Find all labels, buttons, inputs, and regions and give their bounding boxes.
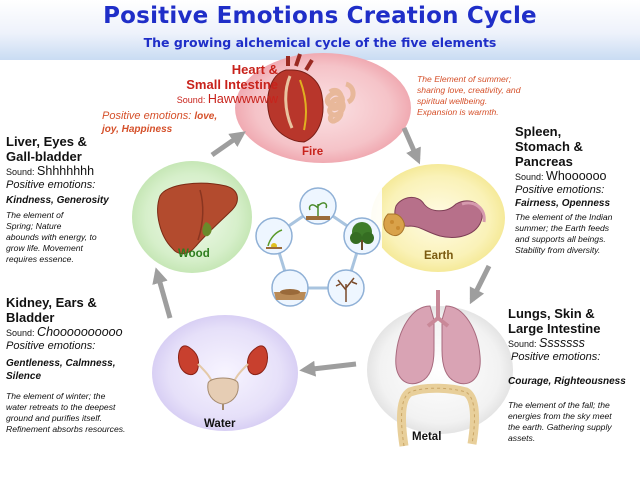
fire-organs-line-2: Small Intestine: [186, 77, 278, 92]
fire-desc-line-2: sharing love, creativity, and: [417, 85, 521, 95]
fire-desc-line-4: Expansion is warmth.: [417, 107, 499, 117]
earth-organs-line-1: Spleen,: [515, 124, 562, 139]
stage-seedling-circle: [299, 187, 337, 225]
metal-oval: [367, 306, 513, 434]
water-emotions-value-2: Silence: [6, 371, 42, 382]
earth-organs-line-2: Stomach &: [515, 139, 583, 154]
wood-desc-line-3: abounds with energy, to: [6, 232, 97, 242]
water-organs-line-2: Bladder: [6, 310, 55, 325]
water-desc-line-3: ground and purifies itself.: [6, 413, 103, 423]
water-sound: Sound: Choooooooooo: [6, 325, 156, 340]
earth-description: The element of the Indian summer; the Ea…: [515, 212, 637, 256]
water-desc-line-2: water retreats to the deepest: [6, 402, 116, 412]
earth-desc-line-3: and supports all beings.: [515, 234, 606, 244]
water-emotions-label: Positive emotions:: [6, 340, 96, 352]
stage-sprout-circle: [255, 217, 293, 255]
metal-sound-value: Sssssss: [539, 336, 585, 350]
fire-organs-line-1: Heart &: [231, 62, 278, 77]
fire-desc-line-3: spiritual wellbeing.: [417, 96, 488, 106]
arrow-fire-to-earth: [401, 126, 421, 165]
earth-organs-line-3: Pancreas: [515, 154, 573, 169]
plant-growth-cycle-icon: [255, 186, 382, 318]
wood-desc-line-2: Spring; Nature: [6, 221, 62, 231]
fire-sound: Sound: Hawwwwww: [118, 92, 278, 107]
arrow-earth-to-metal: [469, 264, 492, 305]
water-desc-line-1: The element of winter; the: [6, 391, 106, 401]
earth-label: Earth: [424, 250, 454, 262]
page-subtitle: The growing alchemical cycle of the five…: [143, 35, 497, 50]
fire-sound-value: Hawwwwww: [207, 92, 278, 106]
metal-description: The element of the fall; the energies fr…: [508, 400, 638, 444]
metal-sound-label: Sound:: [508, 339, 537, 349]
wood-sound-value: Shhhhhhh: [37, 164, 95, 178]
metal-organs-line-2: Large Intestine: [508, 321, 601, 336]
wood-desc-line-4: grow life. Movement: [6, 243, 83, 253]
kidneys-bladder-icon: [177, 345, 269, 410]
water-info: Kidney, Ears & Bladder Sound: Choooooooo…: [6, 295, 156, 435]
stage-bare-tree-circle: [327, 269, 365, 307]
metal-desc-line-4: assets.: [508, 433, 536, 443]
water-desc-line-4: Refinement absorbs resources.: [6, 424, 126, 434]
arrow-metal-to-water: [299, 360, 357, 377]
fire-description: The Element of summer; sharing love, cre…: [417, 74, 567, 118]
metal-desc-line-2: energies from the sky meet: [508, 411, 612, 421]
wood-desc-line-1: The element of: [6, 210, 64, 220]
heart-intestine-icon: [267, 53, 356, 143]
metal-desc-line-3: the earth. Gathering supply: [508, 422, 612, 432]
water-label: Water: [204, 418, 236, 430]
wood-description: The element of Spring; Nature abounds wi…: [6, 210, 134, 265]
metal-desc-line-1: The element of the fall; the: [508, 400, 610, 410]
metal-organs-line-1: Lungs, Skin &: [508, 306, 595, 321]
stage-tree-circle: [343, 217, 381, 255]
wood-organs-line-2: Gall-bladder: [6, 149, 82, 164]
metal-emotions-label: Positive emotions:: [511, 351, 601, 363]
fire-emotions: Positive emotions: love, joy, Happiness: [102, 110, 302, 136]
earth-sound: Sound: Whoooooo: [515, 169, 637, 184]
lungs-colon-icon: [395, 290, 481, 447]
stomach-pancreas-icon: [383, 197, 486, 238]
metal-sound: Sound: Sssssss: [508, 336, 638, 351]
page-title: Positive Emotions Creation Cycle: [103, 3, 537, 29]
earth-sound-value: Whoooooo: [546, 169, 607, 183]
wood-emotions-label: Positive emotions:: [6, 179, 96, 191]
wood-emotions-value: Kindness, Generosity: [6, 195, 109, 206]
fire-desc-line-1: The Element of summer;: [417, 74, 512, 84]
wood-organs-line-1: Liver, Eyes &: [6, 134, 87, 149]
arrow-wood-to-fire: [210, 131, 246, 158]
metal-info: Lungs, Skin & Large Intestine Sound: Sss…: [508, 306, 638, 444]
metal-emotions-value: Courage, Righteousness: [508, 376, 626, 387]
earth-desc-line-2: summer; the Earth feeds: [515, 223, 610, 233]
fire-sound-label: Sound:: [176, 95, 206, 105]
water-description: The element of winter; the water retreat…: [6, 391, 156, 435]
stage-soil-circle: [271, 269, 309, 307]
header-banner: Positive Emotions Creation Cycle The gro…: [0, 0, 640, 60]
cycle-arrows: [152, 126, 492, 377]
fire-emotions-value-1: love,: [194, 111, 218, 122]
wood-sound-label: Sound:: [6, 167, 35, 177]
water-sound-value: Choooooooooo: [37, 325, 123, 339]
fire-label: Fire: [302, 146, 324, 158]
wood-sound: Sound: Shhhhhhh: [6, 164, 134, 179]
wood-info: Liver, Eyes & Gall-bladder Sound: Shhhhh…: [6, 134, 134, 265]
earth-info: Spleen, Stomach & Pancreas Sound: Whoooo…: [515, 124, 637, 256]
wood-desc-line-5: requires essence.: [6, 254, 74, 264]
liver-icon: [157, 182, 238, 255]
fire-emotions-value-2: joy, Happiness: [102, 124, 173, 135]
wood-label: Wood: [178, 248, 210, 260]
earth-emotions-value: Fairness, Openness: [515, 198, 611, 209]
arrow-water-to-wood: [152, 267, 173, 319]
earth-sound-label: Sound:: [515, 172, 544, 182]
metal-label: Metal: [412, 431, 442, 443]
water-organs-line-1: Kidney, Ears &: [6, 295, 97, 310]
water-emotions-value-1: Gentleness, Calmness,: [6, 358, 116, 369]
earth-desc-line-4: Stability from diversity.: [515, 245, 601, 255]
water-sound-label: Sound:: [6, 328, 35, 338]
earth-desc-line-1: The element of the Indian: [515, 212, 613, 222]
fire-emotions-label: Positive emotions:: [102, 110, 192, 122]
earth-emotions-label: Positive emotions:: [515, 184, 605, 196]
water-oval: [152, 315, 298, 431]
fire-info: Heart & Small Intestine Sound: Hawwwwww: [118, 62, 278, 107]
